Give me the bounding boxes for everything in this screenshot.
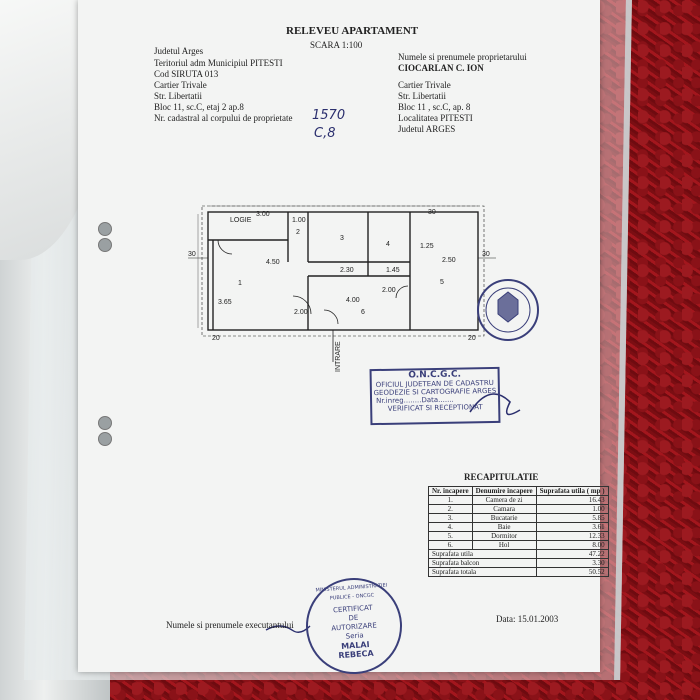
total-value: 50.52 <box>535 567 609 577</box>
recap-title: RECAPITULATIE <box>464 472 539 482</box>
handwritten-number-top: 1570 <box>312 108 346 123</box>
punch-hole <box>98 238 112 252</box>
cell-name: Bucatarie <box>471 513 537 523</box>
table-total-row: Suprafata utila 47.22 <box>428 549 609 559</box>
cell-area: 3.61 <box>535 522 609 532</box>
header-area: Suprafata utila ( mp ) <box>535 486 609 496</box>
floor-plan: LOGIE 1 2 3 4 5 6 3.00 4.50 2.30 1.45 2.… <box>188 205 539 633</box>
owner-name: CIOCARLAN C. ION <box>398 63 484 73</box>
recap-table: Nr. incapere Denumire incapere Suprafata… <box>428 486 609 577</box>
room-1-label: 1 <box>238 280 242 287</box>
cell-name: Camera de zi <box>471 495 537 505</box>
room-5-label: 5 <box>440 279 444 286</box>
cell-name: Hol <box>471 540 537 550</box>
cell-nr: 3. <box>428 513 473 523</box>
table-row: 2. Camara 1.00 <box>428 504 609 514</box>
left-siruta: Cod SIRUTA 013 <box>154 69 219 79</box>
dim-label: 2.00 <box>382 287 396 294</box>
cell-name: Camara <box>471 504 537 514</box>
dim-label: 20 <box>212 335 220 342</box>
entry-label: INTRARE <box>335 341 342 372</box>
handwritten-number-bottom: C,8 <box>314 126 336 141</box>
cell-nr: 5. <box>428 531 473 541</box>
cell-nr: 6. <box>428 540 473 550</box>
executor-label: Numele si prenumele executantului <box>166 620 294 630</box>
table-row: 5. Dormitor 12.33 <box>428 531 609 541</box>
cell-name: Baie <box>471 522 537 532</box>
cell-nr: 1. <box>428 495 473 505</box>
cell-area: 16.43 <box>535 495 609 505</box>
table-header-row: Nr. incapere Denumire incapere Suprafata… <box>428 486 609 496</box>
right-county: Judetul ARGES <box>398 124 456 134</box>
cell-nr: 2. <box>428 504 473 514</box>
dim-label: 2.00 <box>294 309 308 316</box>
dim-label: 1.00 <box>292 217 306 224</box>
plan-logie-label: LOGIE <box>230 217 252 224</box>
oncgc-stamp-line4: VERIFICAT SI RECEPTIONAT <box>387 403 483 413</box>
dim-label: 4.00 <box>346 297 360 304</box>
scale-label: SCARA 1:100 <box>310 40 363 50</box>
header-name: Denumire incapere <box>471 486 537 496</box>
room-3-label: 3 <box>340 235 344 242</box>
table-total-row: Suprafata totala 50.52 <box>428 567 609 577</box>
punch-hole <box>98 416 112 430</box>
dim-label: 30 <box>428 209 436 216</box>
left-territory: Teritoriul adm Municipiul PITESTI <box>154 58 283 68</box>
dim-label: 30 <box>482 251 490 258</box>
total-label: Suprafata balcon <box>428 558 537 568</box>
left-street: Str. Libertatii <box>154 91 202 101</box>
table-total-row: Suprafata balcon 3.30 <box>428 558 609 568</box>
total-value: 47.22 <box>535 549 609 559</box>
right-district: Cartier Trivale <box>398 80 451 90</box>
total-value: 3.30 <box>535 558 609 568</box>
dim-label: 2.30 <box>340 267 354 274</box>
cell-nr: 4. <box>428 522 473 532</box>
oncgc-stamp: O.N.C.G.C. OFICIUL JUDETEAN DE CADASTRU … <box>369 366 501 426</box>
table-row: 4. Baie 3.61 <box>428 522 609 532</box>
total-label: Suprafata utila <box>428 549 537 559</box>
dim-label: 30 <box>188 251 196 258</box>
punch-hole <box>98 222 112 236</box>
left-county: Judetul Arges <box>154 46 204 56</box>
cell-area: 12.33 <box>535 531 609 541</box>
dim-label: 3.65 <box>218 299 232 306</box>
cell-area: 8.00 <box>535 540 609 550</box>
left-district: Cartier Trivale <box>154 80 207 90</box>
document-title: RELEVEU APARTAMENT <box>286 25 419 37</box>
left-cadastral: Nr. cadastral al corpului de proprietate <box>154 113 293 123</box>
table-row: 1. Camera de zi 16.43 <box>428 495 609 505</box>
right-block: Bloc 11 , sc.C, ap. 8 <box>398 102 471 112</box>
dim-label: 20 <box>468 335 476 342</box>
cell-name: Dormitor <box>471 531 537 541</box>
right-street: Str. Libertatii <box>398 91 446 101</box>
document-date: Data: 15.01.2003 <box>496 614 559 624</box>
room-4-label: 4 <box>386 241 390 248</box>
cell-area: 5.85 <box>535 513 609 523</box>
dim-label: 1.45 <box>386 267 400 274</box>
punch-hole <box>98 432 112 446</box>
header-nr: Nr. incapere <box>428 486 473 496</box>
room-6-label: 6 <box>361 309 365 316</box>
cell-area: 1.00 <box>535 504 609 514</box>
dim-label: 2.50 <box>442 257 456 264</box>
owner-label: Numele si prenumele proprietarului <box>398 52 527 62</box>
table-row: 3. Bucatarie 5.85 <box>428 513 609 523</box>
table-row: 6. Hol 8.00 <box>428 540 609 550</box>
right-locality: Localitatea PITESTI <box>398 113 473 123</box>
dim-label: 1.25 <box>420 243 434 250</box>
left-block: Bloc 11, sc.C, etaj 2 ap.8 <box>154 102 244 112</box>
dim-label: 3.00 <box>256 211 270 218</box>
dim-label: 4.50 <box>266 259 280 266</box>
room-2-label: 2 <box>296 229 300 236</box>
total-label: Suprafata totala <box>428 567 537 577</box>
